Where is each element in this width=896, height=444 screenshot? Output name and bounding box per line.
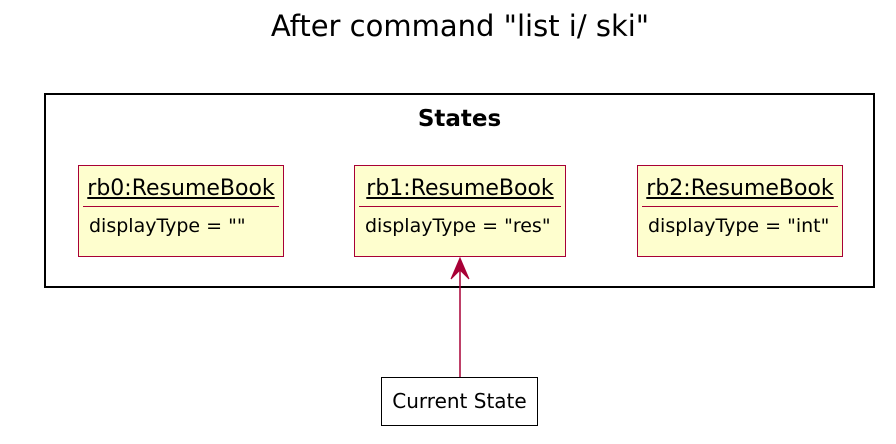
object-attribute: displayType = "res" (365, 215, 551, 237)
object-rb2: rb2:ResumeBook displayType = "int" (637, 165, 843, 257)
object-name: rb0:ResumeBook (83, 166, 279, 207)
object-attribute: displayType = "" (89, 215, 246, 237)
object-rb0: rb0:ResumeBook displayType = "" (78, 165, 284, 257)
diagram-title: After command "list i/ ski" (270, 9, 650, 43)
pointer-arrowhead (450, 256, 470, 280)
current-state-label: Current State (381, 377, 538, 426)
object-name: rb1:ResumeBook (359, 166, 561, 207)
object-name: rb2:ResumeBook (642, 166, 838, 207)
object-attribute: displayType = "int" (648, 215, 830, 237)
package-title: States (417, 106, 502, 132)
object-rb1: rb1:ResumeBook displayType = "res" (354, 165, 566, 257)
